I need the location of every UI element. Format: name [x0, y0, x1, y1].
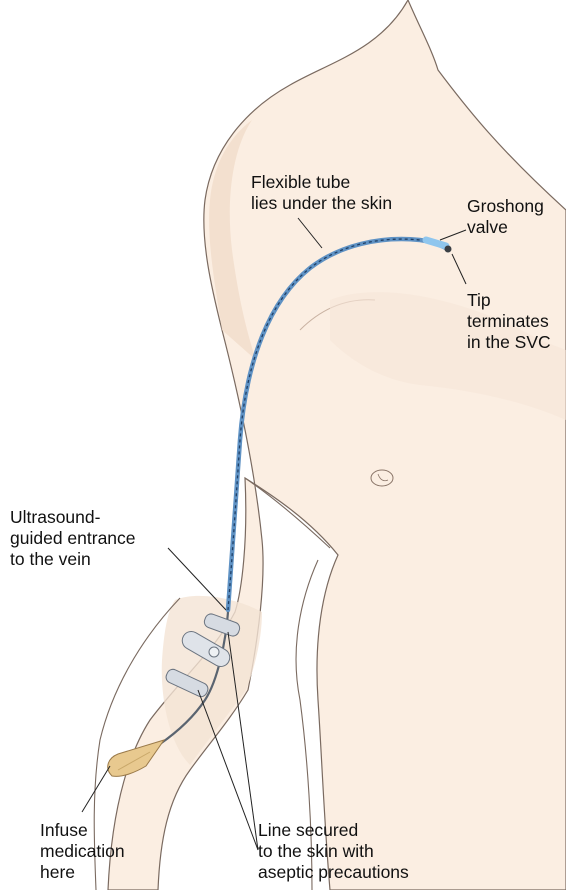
label-ultrasound: Ultrasound- guided entrance to the vein	[10, 507, 136, 570]
nipple	[371, 470, 393, 486]
label-groshong-valve: Groshong valve	[467, 196, 544, 238]
label-line-secured: Line secured to the skin with aseptic pr…	[258, 820, 409, 883]
label-infuse: Infuse medication here	[40, 820, 125, 883]
label-flexible-tube: Flexible tube lies under the skin	[251, 172, 392, 214]
label-tip: Tip terminates in the SVC	[467, 290, 551, 353]
catheter-tip	[445, 246, 452, 253]
